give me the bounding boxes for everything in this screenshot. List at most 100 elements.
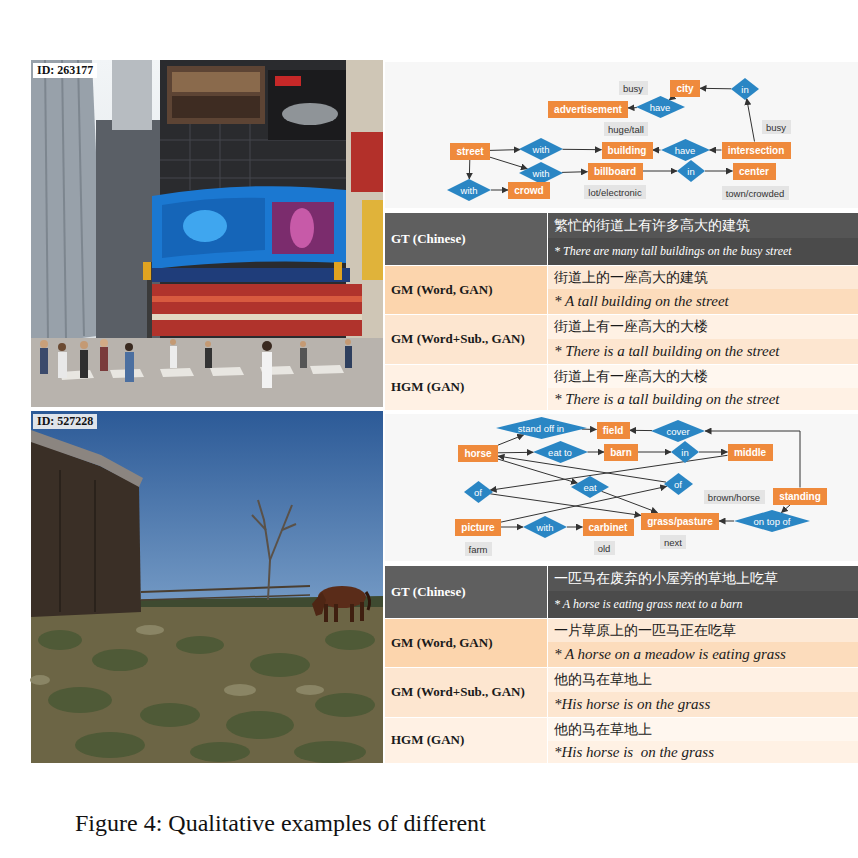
chinese-sentence: 街道上有一座高大的大楼 [554,315,854,339]
object-box: horse [458,445,498,462]
cell-text: GT (Chinese) [391,232,466,246]
node-text: in [741,84,748,95]
english-sentence: *His horse is on the grass [554,692,854,717]
connector [582,429,597,430]
relation-diamond: stand off in [496,417,587,439]
field-photo [30,411,383,763]
figure-caption: Figure 4: Qualitative examples of differ… [75,810,486,836]
node-text: center [739,166,769,177]
node-text: have [675,145,696,156]
node-text: farm [469,544,488,555]
connector [710,150,722,151]
relation-diamond: with [523,516,567,538]
diamond-fill [447,179,491,201]
cell-text: * There are many tall buildings on the b… [554,245,792,258]
node-text: have [650,102,671,113]
cell-text: 他的马在草地上 [554,722,652,737]
node-text: lot/electronic [588,187,641,198]
node-text: middle [734,447,766,458]
object-box: picture [455,519,501,536]
object-box: intersection [722,142,791,159]
row-header: GT (Chinese) [385,213,547,265]
diamond-fill [523,516,567,538]
diamond-fill [661,139,710,161]
node-text: in [681,447,688,458]
node-text: barn [610,447,632,458]
object-box: grass/pasture [641,513,719,530]
diamond-fill [671,441,699,463]
node-text: brown/horse [708,492,760,503]
node-text: of [474,487,482,498]
attribute-tag: old [594,541,615,555]
node-text: stand off in [518,423,564,434]
connector [498,456,666,482]
connector [719,521,734,522]
cell-text: * There is a tall building on the street [554,343,780,360]
connector [562,171,588,173]
attribute-tag: farm [465,542,492,556]
object-box: carbinet [583,519,634,536]
object-box: advertisement [548,101,628,118]
diamond-fill [519,138,563,160]
attribute-tag: town/crowded [722,186,789,200]
cell-text: GM (Word, GAN) [391,283,492,297]
attribute-tag: lot/electronic [584,185,646,199]
english-sentence: * There are many tall buildings on the b… [554,238,854,265]
object-box: billboard [588,163,643,180]
node-text: field [603,425,624,436]
cell-text: 街道上有一座高大的大楼 [554,319,708,334]
object-box: crowd [508,182,550,199]
cell-text: * A horse is eating grass next to a barn [554,598,743,611]
object-box: barn [604,444,638,461]
diamond-fill [496,417,587,439]
relation-diamond: on top of [734,510,810,532]
cell-text: HGM (GAN) [391,733,464,747]
connector [643,171,678,172]
cell-text: 繁忙的街道上有许多高大的建筑 [554,218,750,233]
chinese-sentence: 一匹马在废弃的小屋旁的草地上吃草 [554,566,854,591]
connector [699,452,728,453]
diamond-fill [731,78,759,100]
chinese-sentence: 街道上的一座高大的建筑 [554,266,854,289]
diamond-fill [464,481,493,503]
english-sentence: * There is a tall building on the street [554,388,854,410]
connector [781,505,790,513]
node-text: old [598,543,611,554]
connector [469,160,471,180]
relation-diamond: in [677,160,705,182]
node-text: city [676,83,693,94]
connector [747,99,755,142]
connector [490,149,520,151]
node-text: eat to [548,447,572,458]
row-header: HGM (GAN) [385,718,547,763]
relation-diamond: cover [651,420,705,442]
row-header: HGM (GAN) [385,365,547,410]
node-text: with [533,144,550,155]
attribute-tag: busy [762,120,791,134]
node-text: intersection [728,145,785,156]
relation-diamond: in [671,441,699,463]
row-header: GM (Word, GAN) [385,266,547,314]
row-header: GT (Chinese) [385,566,547,618]
connector [490,157,527,169]
object-box: standing [773,488,827,505]
cell-text: GM (Word, GAN) [391,636,492,650]
relation-diamond: eat to [533,441,588,463]
cell-text: * There is a tall building on the street [554,391,780,408]
node-text: building [608,145,647,156]
diamond-fill [734,510,810,532]
node-text: picture [461,522,494,533]
diamond-fill [636,96,685,118]
cell-text: *His horse is on the grass [554,744,714,761]
cell-text: GM (Word+Sub., GAN) [391,685,525,699]
connector [705,431,800,488]
connector [669,97,674,101]
relation-diamond: have [661,139,710,161]
cell-text: 一片草原上的一匹马正在吃草 [554,623,736,638]
attribute-tag: next [660,535,686,549]
cell-text: 一匹马在废弃的小屋旁的草地上吃草 [554,571,778,586]
relation-diamond: of [664,473,693,495]
relation-diamond: of [464,481,493,503]
relation-diamond: in [731,78,759,100]
